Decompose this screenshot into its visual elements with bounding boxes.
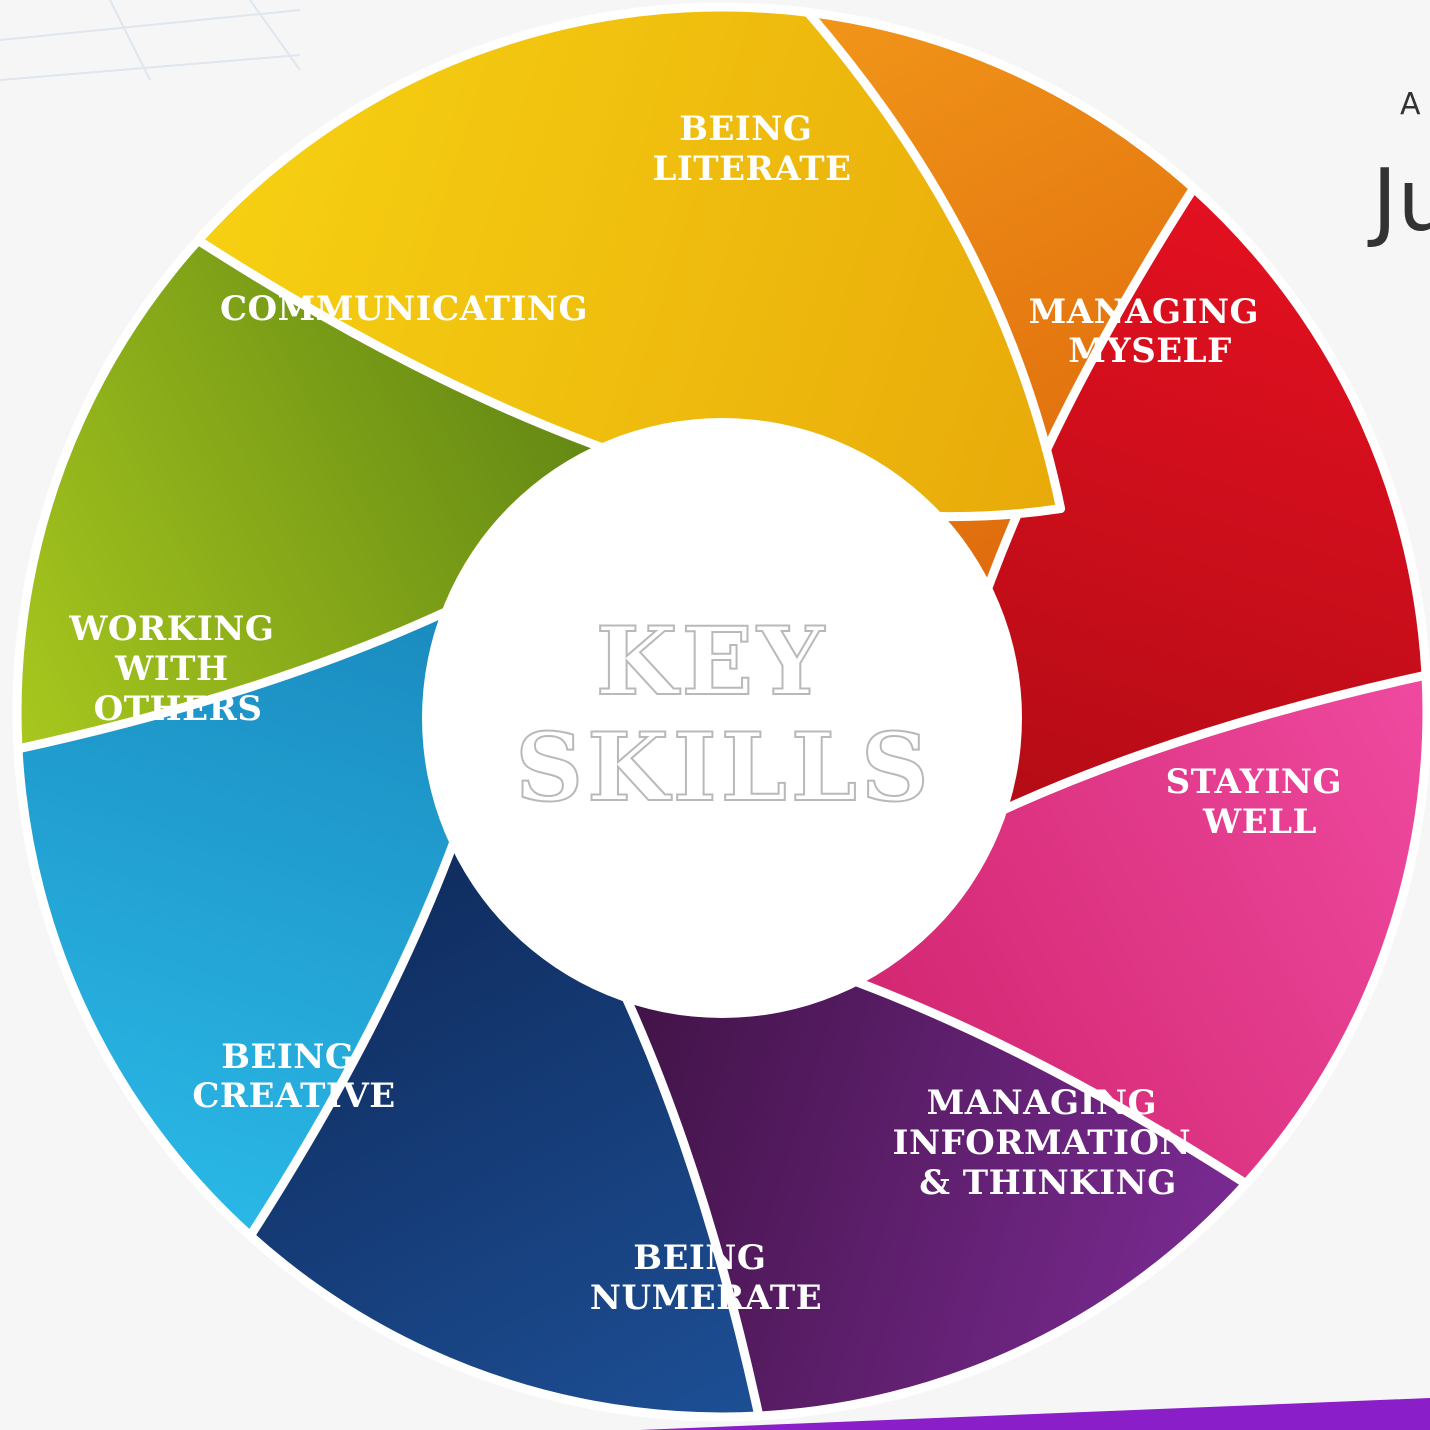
corner-text-bottom: Ju: [1367, 151, 1430, 251]
label-staying-well: STAYING WELL: [1166, 762, 1355, 842]
center-hub: [422, 418, 1022, 1018]
label-being-numerate: BEING NUMERATE: [590, 1238, 822, 1318]
label-working-with-others: WORKING WITH OTHERS: [68, 609, 286, 729]
label-being-literate: BEING LITERATE: [652, 109, 851, 189]
segment-ring: [12, 2, 1430, 1422]
center-title-skills: SKILLS: [515, 713, 933, 823]
label-managing-information-thinking: MANAGING INFORMATION & THINKING: [893, 1083, 1204, 1203]
corner-text-top: A: [1400, 87, 1421, 122]
label-managing-myself: MANAGING MYSELF: [1029, 292, 1272, 371]
label-being-creative: BEING CREATIVE: [192, 1037, 395, 1116]
background-grid: [0, 0, 301, 81]
label-communicating: COMMUNICATING: [220, 289, 588, 329]
center-title-key: KEY: [596, 607, 828, 717]
segment-labels: BEING LITERATE MANAGING MYSELF STAYING W…: [68, 109, 1355, 1318]
bottom-band: [640, 1398, 1430, 1430]
